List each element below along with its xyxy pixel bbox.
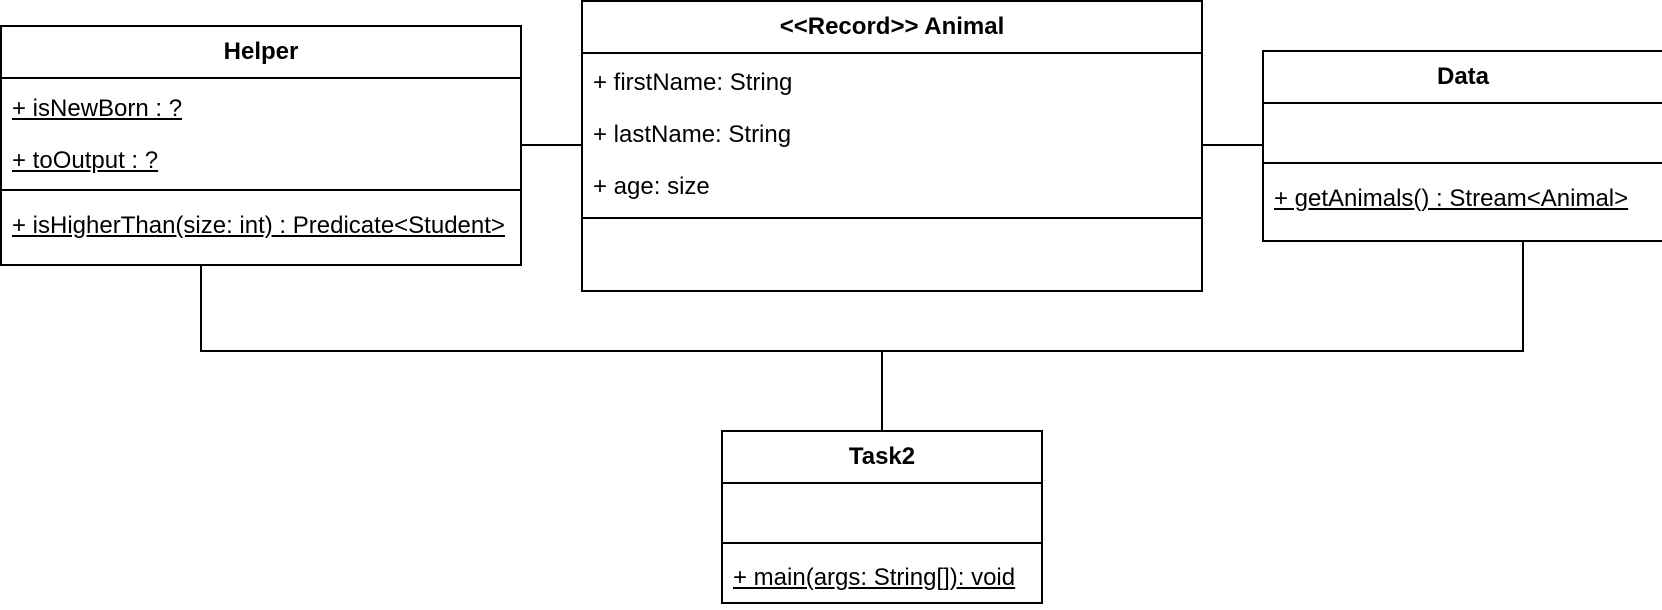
operations-section: + isHigherThan(size: int) : Predicate<St…: [2, 191, 520, 252]
class-title: Task2: [723, 432, 1041, 484]
attributes-section: [723, 484, 1041, 544]
class-title: Data: [1264, 52, 1662, 104]
attribute-tooutput: + toOutput : ?: [12, 147, 159, 174]
attributes-section: + firstName: String + lastName: String +…: [583, 54, 1201, 219]
operation-main: + main(args: String[]): void: [733, 564, 1016, 591]
class-helper[interactable]: Helper + isNewBorn : ? + toOutput : ? + …: [0, 25, 522, 266]
class-title: <<Record>> Animal: [583, 2, 1201, 54]
class-animal[interactable]: <<Record>> Animal + firstName: String + …: [581, 0, 1203, 292]
attribute-lastname: + lastName: String: [593, 121, 792, 148]
attributes-section: + isNewBorn : ? + toOutput : ?: [2, 79, 520, 191]
class-title: Helper: [2, 27, 520, 79]
operation-getanimals: + getAnimals() : Stream<Animal>: [1274, 185, 1629, 212]
attribute-age: + age: size: [593, 173, 710, 200]
class-task2[interactable]: Task2 + main(args: String[]): void: [721, 430, 1043, 604]
attributes-section: [1264, 104, 1662, 164]
operation-ishigherthan: + isHigherThan(size: int) : Predicate<St…: [12, 212, 505, 239]
attribute-isnewborn: + isNewBorn : ?: [12, 95, 183, 122]
operations-section: + main(args: String[]): void: [723, 544, 1041, 604]
operations-section: + getAnimals() : Stream<Animal>: [1264, 164, 1662, 225]
connector-data-task2: [882, 241, 1524, 352]
connector-helper-task2: [200, 265, 882, 352]
attribute-firstname: + firstName: String: [593, 69, 793, 96]
class-data[interactable]: Data + getAnimals() : Stream<Animal>: [1262, 50, 1662, 242]
